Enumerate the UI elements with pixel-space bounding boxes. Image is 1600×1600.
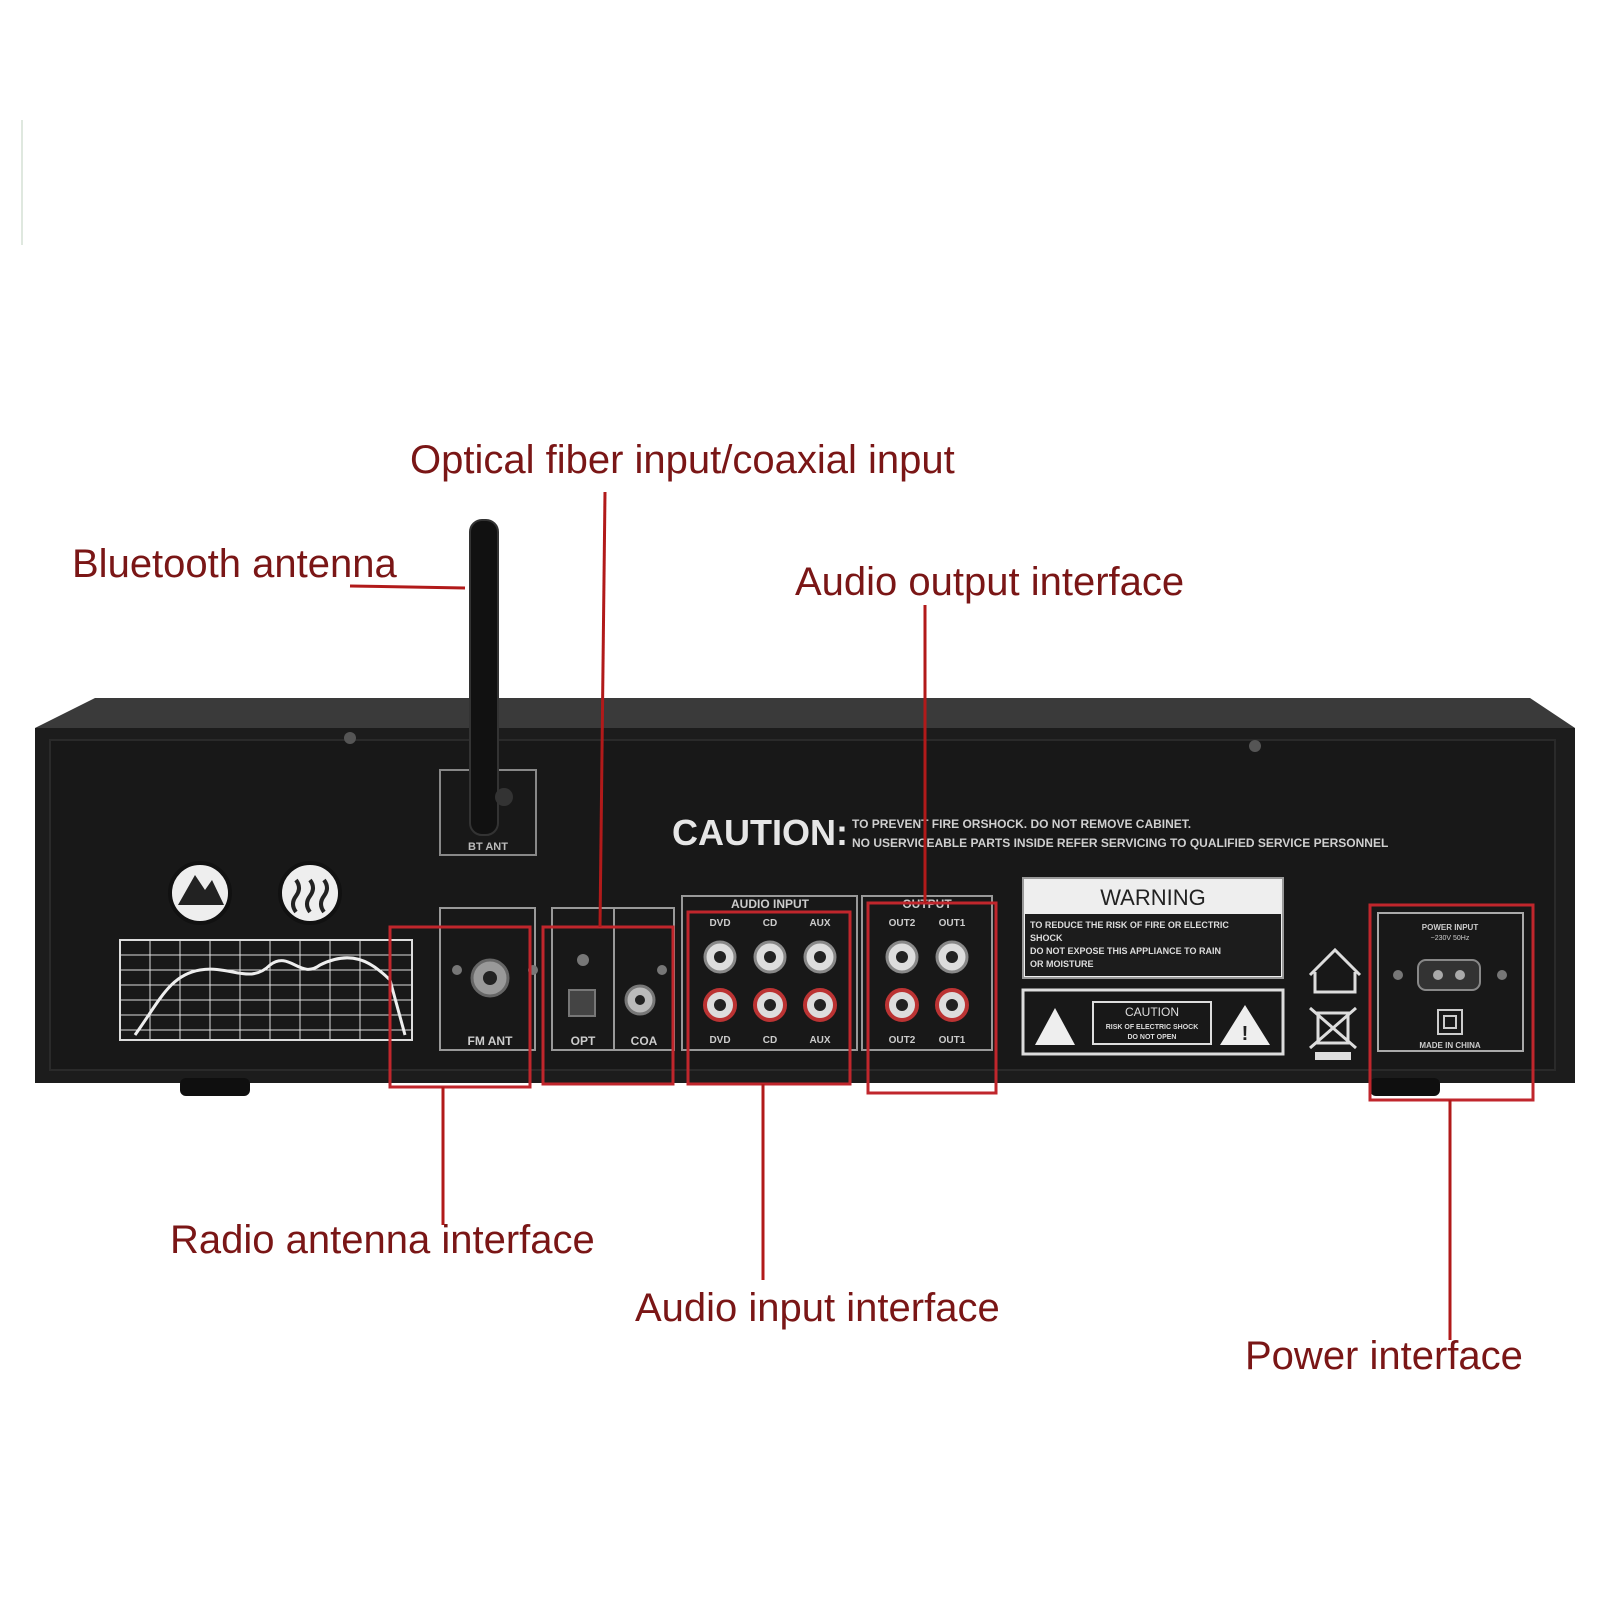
jack-label-cd: CD — [763, 918, 777, 929]
caution-box-title: CAUTION — [1125, 1005, 1179, 1019]
leader-lines — [349, 491, 1452, 1340]
leader-optical — [598, 491, 607, 928]
optical-jack — [568, 989, 596, 1017]
highlight-radio-antenna — [388, 925, 532, 1089]
warning-title: WARNING — [1100, 885, 1206, 910]
svg-text:!: ! — [1242, 1023, 1249, 1045]
out-label-out2: OUT2 — [889, 918, 916, 929]
audio-input-header: AUDIO INPUT — [731, 897, 810, 911]
out-label-out2-bottom: OUT2 — [889, 1035, 916, 1046]
bt-ant-label: BT ANT — [468, 841, 508, 853]
double-insulation-icon — [1437, 1009, 1463, 1035]
power-input-label: POWER INPUT — [1422, 923, 1479, 932]
screw — [1249, 740, 1261, 752]
power-panel — [1377, 912, 1524, 1052]
indoor-use-icon — [1308, 947, 1362, 994]
audio-input-panel — [681, 895, 858, 1051]
output-panel — [861, 895, 993, 1051]
warning-line-2: SHOCK — [1030, 933, 1063, 943]
jack-label-dvd-bottom: DVD — [709, 1035, 730, 1046]
callout-radio-antenna: Radio antenna interface — [170, 1218, 595, 1262]
callout-audio-output: Audio output interface — [795, 560, 1185, 604]
made-in-label: MADE IN CHINA — [1419, 1041, 1481, 1050]
caution-box-line-2: DO NOT OPEN — [1127, 1034, 1176, 1041]
highlight-audio-output — [866, 901, 998, 1095]
caution-line-2: NO USERVICEABLE PARTS INSIDE REFER SERVI… — [852, 836, 1388, 850]
exclamation-warning-icon — [1220, 1005, 1270, 1045]
out-label-out1: OUT1 — [939, 918, 966, 929]
highlight-audio-input — [686, 910, 852, 1086]
caution-box-line-1: RISK OF ELECTRIC SHOCK — [1106, 1024, 1199, 1031]
warning-line-1: TO REDUCE THE RISK OF FIRE OR ELECTRIC — [1030, 920, 1229, 930]
jack-label-aux-bottom: AUX — [809, 1035, 830, 1046]
coa-label: COA — [631, 1034, 658, 1048]
callout-audio-input: Audio input interface — [635, 1286, 1000, 1330]
fm-ant-panel — [439, 907, 536, 1051]
jack-label-cd-bottom: CD — [763, 1035, 777, 1046]
jack-label-aux: AUX — [809, 918, 830, 929]
caution-box-label — [1021, 988, 1285, 1056]
callout-power: Power interface — [1245, 1334, 1523, 1378]
warning-line-3: DO NOT EXPOSE THIS APPLIANCE TO RAIN — [1030, 946, 1221, 956]
callout-optical-coaxial: Optical fiber input/coaxial input — [410, 438, 955, 482]
foot-right — [1370, 1078, 1440, 1096]
chassis-top — [35, 698, 1575, 728]
highlight-optical-coaxial — [541, 925, 675, 1086]
caution-title: CAUTION: — [672, 812, 848, 853]
caution-line-1: TO PREVENT FIRE ORSHOCK. DO NOT REMOVE C… — [852, 817, 1191, 831]
callout-bluetooth-antenna: Bluetooth antenna — [72, 542, 397, 586]
shock-warning-icon — [1035, 1008, 1075, 1045]
warning-line-4: OR MOISTURE — [1030, 959, 1094, 969]
leader-bluetooth — [349, 584, 466, 590]
bluetooth-antenna — [469, 519, 499, 836]
power-socket — [1417, 959, 1481, 991]
fm-ant-label: FM ANT — [468, 1034, 514, 1048]
foot-left — [180, 1078, 250, 1096]
power-spec-label: ~230V 50Hz — [1431, 935, 1470, 942]
jack-label-dvd: DVD — [709, 918, 730, 929]
out-label-out1-bottom: OUT1 — [939, 1035, 966, 1046]
screw — [344, 732, 356, 744]
opt-label: OPT — [571, 1034, 596, 1048]
weee-bin-icon — [1309, 1006, 1357, 1060]
